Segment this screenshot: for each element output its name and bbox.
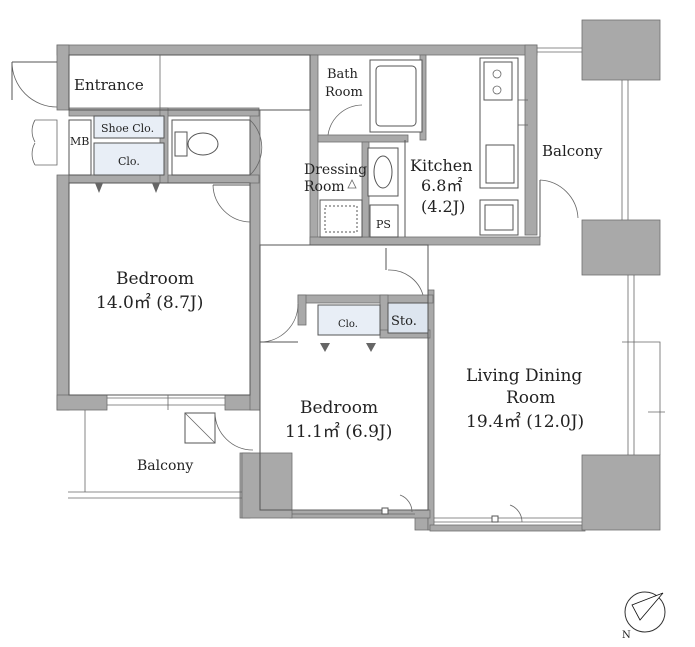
bathroom <box>327 59 423 136</box>
compass-label: N <box>622 630 631 641</box>
closet-1 <box>93 142 165 176</box>
label-bedroom2: Bedroom <box>300 398 378 418</box>
toilet-icon <box>174 131 188 157</box>
toilet-room <box>171 119 263 176</box>
ldr-east-window <box>622 275 665 455</box>
stove-icon <box>483 61 513 101</box>
label-bedroom2-area: 11.1㎡ (6.9J) <box>285 422 392 442</box>
label-shoe-closet: Shoe Clo. <box>101 122 154 135</box>
label-dressing-1: Dressing <box>304 162 367 178</box>
label-bath-2: Room <box>325 85 363 100</box>
balcony-east-door[interactable] <box>539 179 579 237</box>
ldr-window[interactable] <box>434 504 582 523</box>
closet-2-door[interactable] <box>320 343 376 352</box>
kitchen <box>404 57 528 237</box>
south-balcony-rail <box>68 410 242 499</box>
balcony-east-rail <box>537 47 629 220</box>
bedroom2-door[interactable] <box>259 303 299 343</box>
bedroom1-window <box>107 395 225 410</box>
label-dressing-2: Room <box>304 179 345 195</box>
storage <box>387 302 429 334</box>
label-ldr-area: 19.4㎡ (12.0J) <box>466 412 584 432</box>
aircon-box <box>184 412 216 444</box>
pillar-e <box>581 219 661 276</box>
ldr-door[interactable] <box>385 248 424 296</box>
pillar-ne <box>581 19 661 81</box>
label-mb: MB <box>70 135 89 148</box>
entrance-door[interactable] <box>11 61 58 108</box>
pillar-sw <box>241 452 293 519</box>
closet-2 <box>317 304 381 336</box>
label-bedroom1-area: 14.0㎡ (8.7J) <box>96 293 203 313</box>
label-entrance: Entrance <box>74 76 144 94</box>
label-bedroom1: Bedroom <box>116 269 194 289</box>
shoe-closet <box>93 115 165 139</box>
label-ldr-1: Living Dining <box>466 366 582 386</box>
label-balcony-south: Balcony <box>137 458 193 474</box>
label-balcony-east: Balcony <box>542 142 603 160</box>
bedroom2-balcony-door[interactable] <box>214 412 254 451</box>
closet-1-door[interactable] <box>95 183 160 193</box>
label-kitchen-j: (4.2J) <box>421 197 465 216</box>
label-storage: Sto. <box>391 314 417 329</box>
ps-box <box>369 204 399 238</box>
pillar-se <box>581 454 661 531</box>
dressing-room <box>319 147 399 238</box>
label-closet-2: Clo. <box>338 319 358 330</box>
label-kitchen-area: 6.8㎡ <box>421 176 462 195</box>
label-closet-1: Clo. <box>118 155 140 168</box>
label-bath-1: Bath <box>327 67 359 82</box>
label-kitchen: Kitchen <box>410 156 473 175</box>
bedroom2-window[interactable] <box>292 494 415 515</box>
bedroom1-door[interactable] <box>212 184 251 223</box>
label-ldr-2: Room <box>506 388 555 408</box>
label-ps: PS <box>376 218 391 231</box>
mb-door[interactable] <box>31 119 58 166</box>
compass-icon: N <box>622 591 666 641</box>
mb-box <box>68 119 92 176</box>
